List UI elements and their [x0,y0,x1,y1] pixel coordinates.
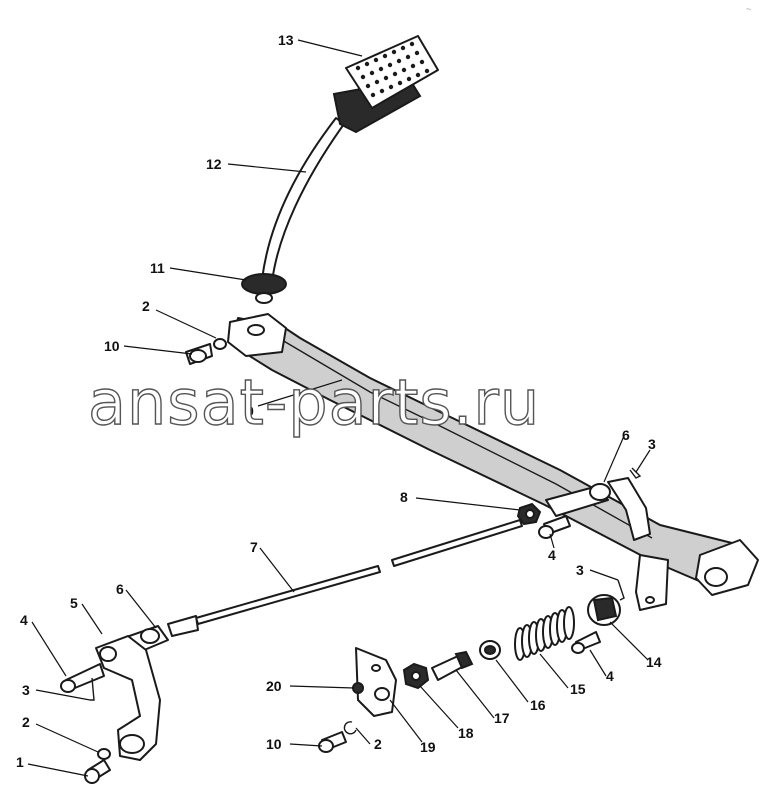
tread-dot [373,57,379,63]
callout-4: 4 [20,612,28,628]
tread-dot [400,45,406,51]
spring-cap-14 [587,594,621,626]
tread-dot [360,74,366,80]
callout-9: 9 [246,403,254,419]
bracket-19 [355,647,397,717]
bolt-10-bottom [318,731,347,753]
tread-dot [409,41,415,47]
tread-dot [374,79,380,85]
washer-2-mid [343,721,357,735]
nut-8 [516,502,542,526]
tread-dot [369,70,375,76]
callout-18: 18 [458,725,474,741]
tread-dot [383,75,389,81]
tread-dot [370,92,376,98]
callout-3: 3 [648,436,656,452]
callout-6: 6 [622,427,630,443]
corner-mark: ~ [746,4,751,14]
clevis-6-right [545,483,611,517]
callout-11: 11 [150,260,165,276]
tread-dot [355,65,361,71]
pedal-stem [261,117,345,283]
return-spring-15 [514,606,575,661]
spring-coil [563,606,575,640]
callout-4: 4 [548,547,556,563]
callout-3: 3 [576,562,584,578]
cotter-pin-3-right [617,579,625,601]
tread-dot [397,80,403,86]
washer-2-bottom [97,748,111,760]
tread-dot [414,50,420,56]
callout-2: 2 [22,714,30,730]
tread-dot [387,62,393,68]
pin-4-left [60,663,105,693]
tread-dot [419,59,425,65]
callout-6: 6 [116,581,124,597]
tread-dot [382,53,388,59]
cotter-pin-3-left [90,677,95,701]
tread-dot [406,76,412,82]
tread-dot [401,67,407,73]
tread-dot [378,66,384,72]
callout-3: 3 [22,682,30,698]
tread-dot [365,83,371,89]
callout-4: 4 [606,668,614,684]
callout-13: 13 [278,32,294,48]
tread-dot [396,58,402,64]
bolt-1 [84,759,111,784]
spring-cup-16 [479,640,501,660]
pin-4-spring [571,631,601,654]
callout-20: 20 [266,678,282,694]
callout-16: 16 [530,697,546,713]
pedal-pad-tread [355,41,430,98]
lower-lever-5 [95,635,161,761]
callout-19: 19 [420,739,436,755]
lever-arm [227,313,759,611]
watermark: ansat-parts.ru [88,366,540,439]
rod-7 [167,519,523,637]
bolt-10-top [185,343,213,365]
tread-dot [364,61,370,67]
tread-dot [415,72,421,78]
callout-5: 5 [70,595,78,611]
callout-labels: 13 12 11 2 10 9 6 3 8 4 7 3 5 6 4 3 2 1 … [16,32,662,770]
callout-7: 7 [250,539,258,555]
cotter-pin-3-top [629,467,642,479]
callout-12: 12 [206,156,222,172]
washer-2-top [213,338,227,350]
callout-10: 10 [104,338,120,354]
callout-8: 8 [400,489,408,505]
callout-14: 14 [646,654,662,670]
tread-dot [388,84,394,90]
spring-coils [514,606,575,661]
pedal-pad [332,35,439,134]
tread-dot [379,88,385,94]
adjusting-screw-17 [431,650,474,681]
callout-10: 10 [266,736,282,752]
pin-4-right [538,515,571,539]
tread-dot [410,63,416,69]
callout-2: 2 [374,736,382,752]
callout-1: 1 [16,754,24,770]
tread-dot [405,54,411,60]
callout-2: 2 [142,298,150,314]
tread-dot [392,71,398,77]
stud-20 [352,682,364,694]
tread-dot [424,68,430,74]
callout-17: 17 [494,710,510,726]
nut-18 [402,662,430,690]
tread-dot [391,49,397,55]
leader-lines [27,39,651,777]
callout-15: 15 [570,681,586,697]
boot-washer [241,273,287,304]
